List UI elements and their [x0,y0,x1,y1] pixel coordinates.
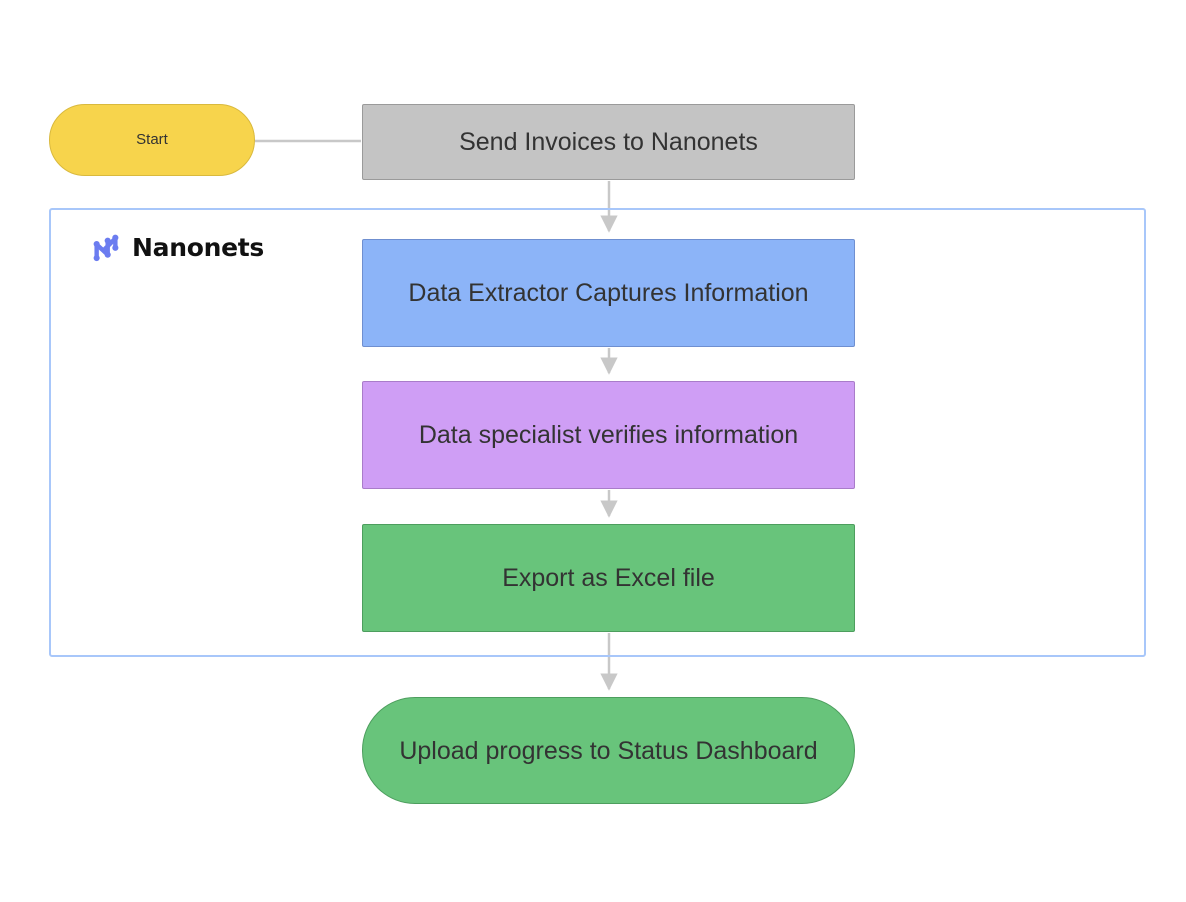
node-data-extractor[interactable]: Data Extractor Captures Information [362,239,855,347]
node-upload-dashboard-label: Upload progress to Status Dashboard [399,736,818,765]
nanonets-logo-icon [93,234,119,262]
node-data-specialist[interactable]: Data specialist verifies information [362,381,855,489]
node-start-label: Start [136,131,168,148]
node-export-excel[interactable]: Export as Excel file [362,524,855,632]
node-start[interactable]: Start [49,104,255,176]
node-data-specialist-label: Data specialist verifies information [418,421,799,449]
node-send-invoices[interactable]: Send Invoices to Nanonets [362,104,855,180]
subgraph-title: Nanonets [89,230,264,264]
subgraph-title-label: Nanonets [132,232,264,262]
node-send-invoices-label: Send Invoices to Nanonets [459,128,758,156]
node-upload-dashboard[interactable]: Upload progress to Status Dashboard [362,697,855,804]
subgraph-nanonets: Nanonets [49,208,1146,657]
node-data-extractor-label: Data Extractor Captures Information [408,279,809,307]
node-export-excel-label: Export as Excel file [502,564,715,592]
